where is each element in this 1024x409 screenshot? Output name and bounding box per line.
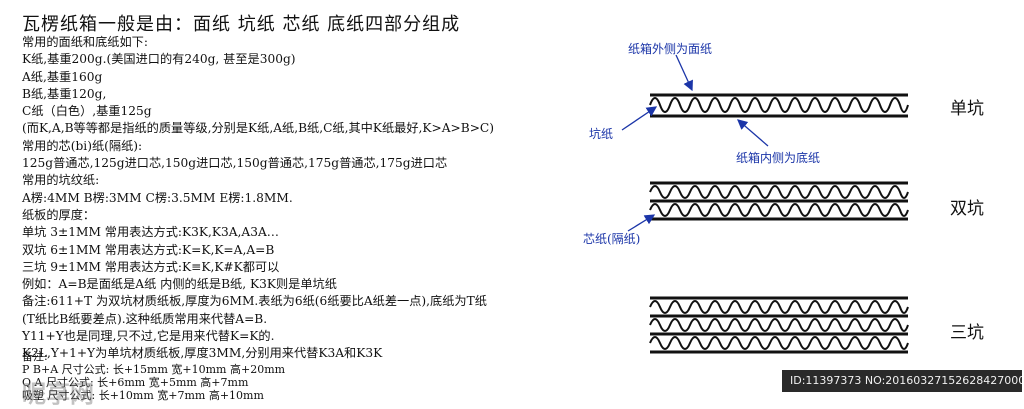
text-line: K纸,基重200g.(美国进口的有240g, 甚至是300g) (22, 52, 296, 67)
label-outer-face: 纸箱外侧为面纸 (628, 42, 713, 56)
text-line: 备注:611+T 为双坑材质纸板,厚度为6MM.表纸为6纸(6纸要比A纸差一点)… (22, 294, 487, 309)
watermark: 昵享网 (22, 380, 94, 408)
flute-wave (649, 300, 909, 314)
kind-double: 双坑 (950, 199, 984, 219)
note-line: 备注: (22, 350, 48, 363)
flute-wave (649, 318, 909, 332)
text-line: K2L,Y+1+Y为单坑材质纸板,厚度3MM,分别用来代替K3A和K3K (22, 346, 383, 361)
text-line: 单坑 3±1MM 常用表达方式:K3K,K3A,A3A… (22, 225, 279, 240)
text-line: A楞:4MM B楞:3MM C楞:3.5MM E楞:1.8MM. (22, 190, 293, 205)
text-line: 双坑 6±1MM 常用表达方式:K=K,K=A,A=B (22, 242, 275, 257)
text-line: A纸,基重160g (22, 69, 103, 84)
text-line: (而K,A,B等等都是指纸的质量等级,分别是K纸,A纸,B纸,C纸,其中K纸最好… (22, 121, 494, 136)
arrow-liner (627, 214, 656, 232)
label-inner-face: 纸箱内侧为底纸 (736, 151, 821, 165)
arrow-outer-face (675, 54, 693, 92)
single-flute-board (649, 93, 909, 118)
corrugated-diagram (621, 54, 909, 354)
text-line: C纸（白色）,基重125g (22, 104, 152, 119)
kind-triple: 三坑 (950, 323, 984, 343)
arrow-flute (621, 106, 658, 131)
triple-flute-board (649, 296, 909, 354)
text-line: 三坑 9±1MM 常用表达方式:K≡K,K#K都可以 (22, 259, 280, 274)
note-line: 吸塑 尺寸公式: 长+10mm 宽+7mm 高+10mm (22, 389, 264, 402)
text-line: 125g普通芯,125g进口芯,150g进口芯,150g普通芯,175g普通芯,… (22, 156, 448, 171)
text-line: B纸,基重120g, (22, 86, 107, 101)
double-flute-board (649, 181, 909, 221)
text-line: 例如：A=B是面纸是A纸 内侧的纸是B纸, K3K则是单坑纸 (22, 277, 337, 292)
note-line: Q A 尺寸公式: 长+6mm 宽+5mm 高+7mm (22, 376, 249, 389)
kind-single: 单坑 (950, 99, 984, 119)
note-line: P B+A 尺寸公式: 长+15mm 宽+10mm 高+20mm (22, 363, 286, 376)
flute-wave (649, 336, 909, 350)
text-line: 常用的坑纹纸: (22, 173, 100, 188)
label-liner: 芯纸(隔纸) (583, 232, 641, 246)
flute-wave (649, 185, 909, 199)
text-line: 纸板的厚度： (22, 207, 96, 222)
text-line: 常用的面纸和底纸如下: (22, 35, 148, 49)
text-line: Y11+Y也是同理,只不过,它是用来代替K=K的. (22, 329, 275, 344)
body-text: 常用的面纸和底纸如下: K纸,基重200g.(美国进口的有240g, 甚至是300… (22, 34, 592, 363)
label-flute: 坑纸 (589, 127, 614, 141)
arrow-inner-face (737, 119, 769, 147)
text-line: (T纸比B纸要差点).这种纸质常用来代替A=B. (22, 311, 268, 326)
page-title: 瓦楞纸箱一般是由：面纸 坑纸 芯纸 底纸四部分组成 (22, 14, 461, 35)
id-stamp: ID:11397373 NO:20160327152628427000 (782, 370, 1022, 392)
text-line: 常用的芯(bi)纸(隔纸): (22, 138, 143, 153)
flute-wave (649, 97, 909, 113)
flute-wave (649, 203, 909, 217)
